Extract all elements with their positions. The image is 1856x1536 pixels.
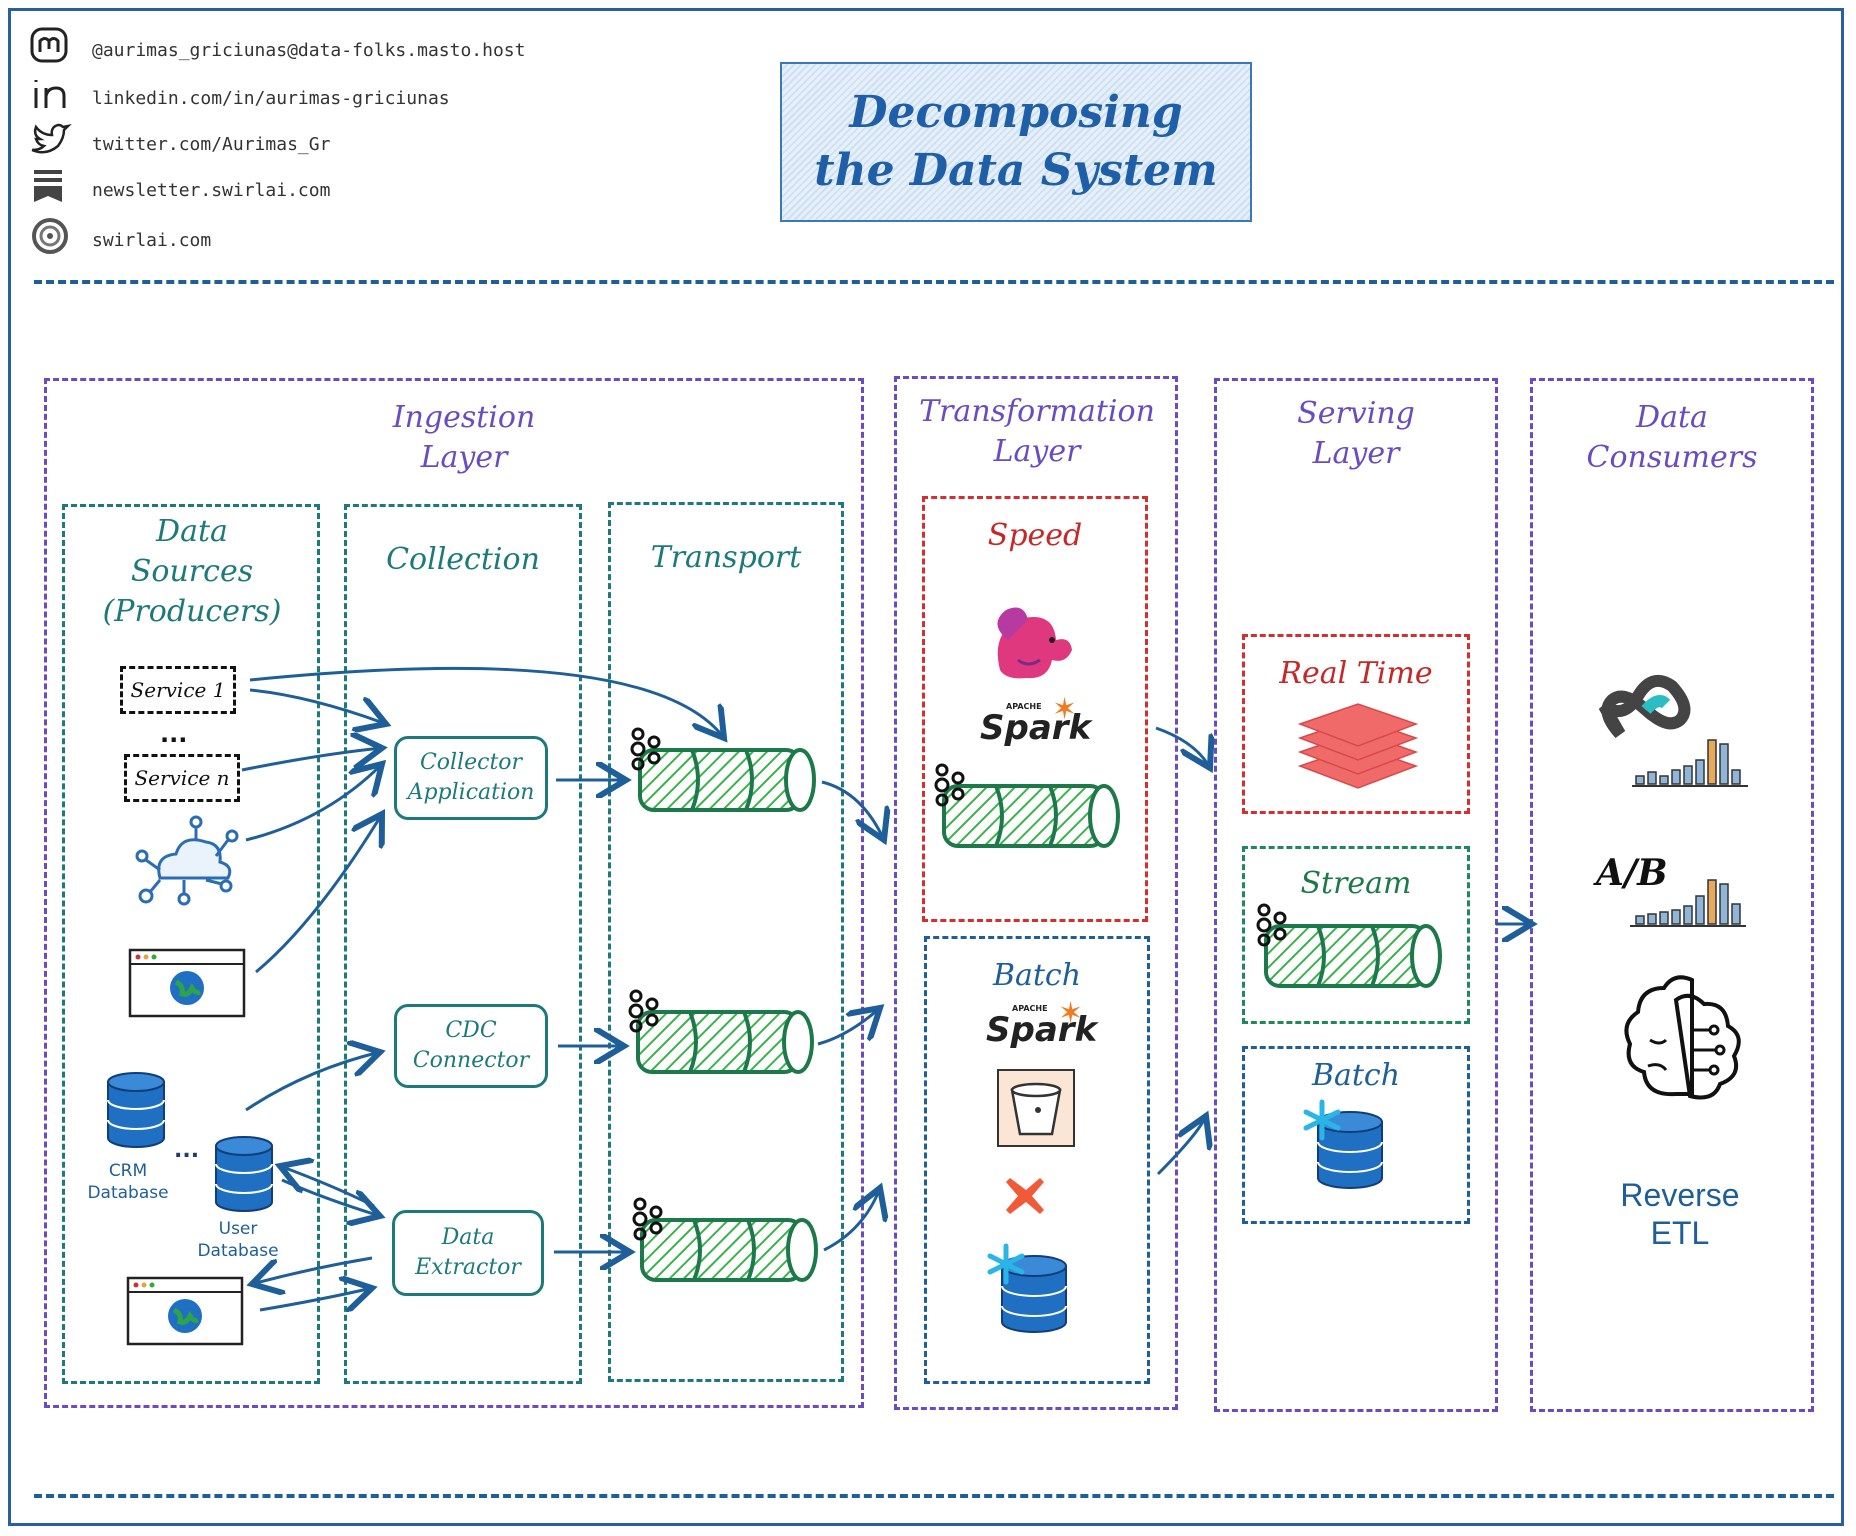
serving-layer	[1214, 378, 1498, 1412]
services-ellipsis: ...	[160, 720, 188, 748]
diagram-frame	[8, 8, 1844, 1526]
linkedin-url[interactable]: linkedin.com/in/aurimas-griciunas	[92, 88, 450, 109]
swirlai-logo-icon	[32, 218, 68, 254]
spark-star-icon: ✶	[1058, 996, 1084, 1031]
mastodon-icon	[30, 27, 68, 63]
stream-title: Stream	[1300, 866, 1412, 901]
mastodon-handle[interactable]: @aurimas_griciunas@data-folks.masto.host	[92, 40, 526, 61]
newsletter-icon	[34, 170, 62, 202]
stream-serving-panel	[1242, 846, 1470, 1024]
batch-serving-title: Batch	[1311, 1058, 1401, 1093]
title-line-1: Decomposing	[849, 87, 1183, 138]
title-line-2: the Data System	[814, 145, 1218, 196]
batch-transform-title: Batch	[992, 958, 1082, 993]
divider-bottom	[34, 1494, 1834, 1498]
spark-star-icon: ✶	[1052, 692, 1078, 727]
linkedin-icon	[34, 80, 66, 108]
newsletter-url[interactable]: newsletter.swirlai.com	[92, 180, 331, 201]
service-1-box: Service 1	[120, 666, 236, 714]
real-time-title: Real Time	[1279, 656, 1433, 691]
ab-testing-label: A/B	[1596, 852, 1668, 894]
title-box: Decomposing the Data System	[780, 62, 1252, 222]
divider-top	[34, 280, 1834, 284]
website-url[interactable]: swirlai.com	[92, 230, 212, 251]
batch-serving-panel	[1242, 1046, 1470, 1224]
collection-title: Collection	[386, 542, 540, 577]
transformation-layer	[894, 376, 1178, 1410]
twitter-url[interactable]: twitter.com/Aurimas_Gr	[92, 134, 331, 155]
transport-title: Transport	[650, 540, 802, 575]
twitter-icon	[31, 123, 72, 154]
real-time-panel	[1242, 634, 1470, 814]
service-n-box: Service n	[124, 754, 240, 802]
ingestion-layer	[44, 378, 864, 1408]
batch-transform-panel	[924, 936, 1150, 1384]
speed-title: Speed	[987, 518, 1083, 553]
transport-panel	[608, 502, 844, 1382]
speed-panel	[922, 496, 1148, 922]
db-ellipsis: ...	[174, 1138, 200, 1163]
data-consumers-layer	[1530, 378, 1814, 1412]
